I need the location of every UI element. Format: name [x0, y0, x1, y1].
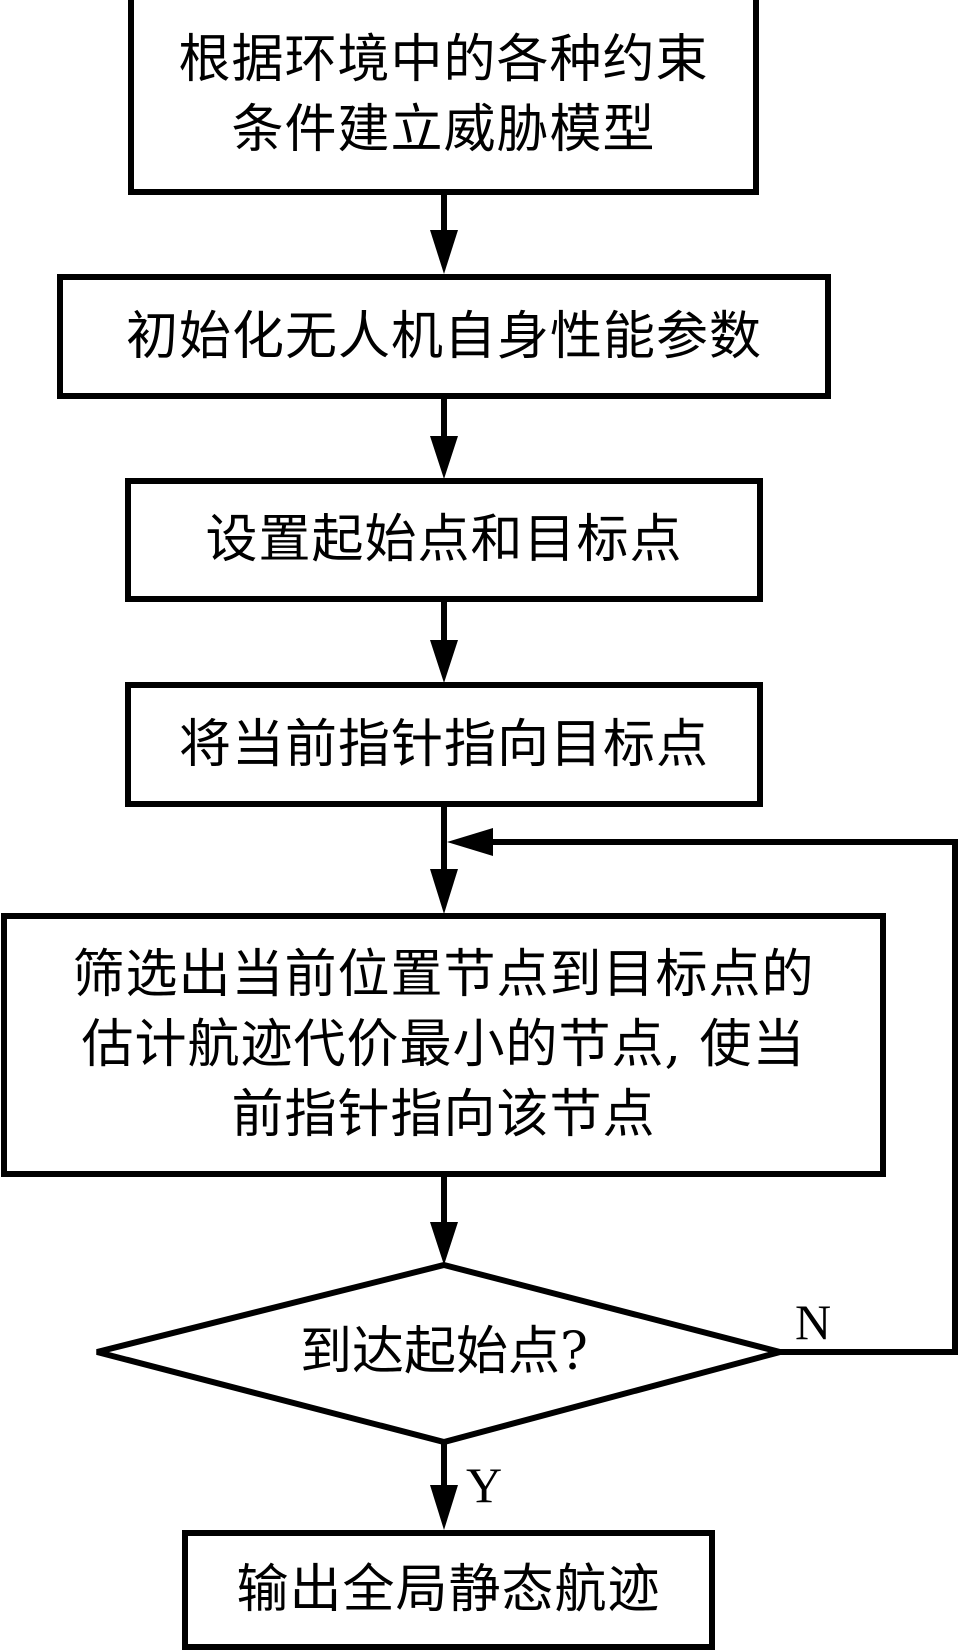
arrowhead-feedback [447, 828, 493, 856]
step-5-line-3: 前指针指向该节点 [231, 1085, 656, 1145]
decision-text: 到达起始点? [300, 1322, 588, 1382]
arrowhead-s3-s4 [430, 640, 458, 683]
step-select-min-cost-node: 筛选出当前位置节点到目标点的 估计航迹代价最小的节点, 使当 前指针指向该节点 [1, 913, 886, 1177]
step-1-line-2: 条件建立威胁模型 [231, 99, 656, 160]
step-pointer-to-goal: 将当前指针指向目标点 [125, 682, 763, 807]
step-5-line-1: 筛选出当前位置节点到目标点的 [72, 945, 815, 1005]
arrowhead-s5-decision [430, 1222, 458, 1265]
step-5-line-2: 估计航迹代价最小的节点, 使当 [81, 1015, 806, 1075]
label-yes: Y [466, 1457, 503, 1513]
feedback-loop-line [470, 839, 958, 1355]
step-build-threat-model: 根据环境中的各种约束 条件建立威胁模型 [128, 0, 759, 195]
step-init-uav-params: 初始化无人机自身性能参数 [57, 274, 831, 399]
step-output-global-path: 输出全局静态航迹 [182, 1530, 715, 1650]
arrowhead-s2-s3 [430, 436, 458, 479]
step-4-text: 将当前指针指向目标点 [178, 714, 709, 775]
arrowhead-s4-s5 [430, 869, 458, 914]
step-set-start-goal: 设置起始点和目标点 [125, 478, 763, 602]
step-1-line-1: 根据环境中的各种约束 [178, 29, 709, 90]
arrowhead-decision-s6 [430, 1485, 458, 1530]
step-3-text: 设置起始点和目标点 [205, 510, 683, 570]
step-6-text: 输出全局静态航迹 [236, 1560, 661, 1620]
label-no: N [795, 1294, 832, 1350]
arrowhead-s1-s2 [430, 230, 458, 274]
step-2-text: 初始化无人机自身性能参数 [125, 306, 762, 367]
